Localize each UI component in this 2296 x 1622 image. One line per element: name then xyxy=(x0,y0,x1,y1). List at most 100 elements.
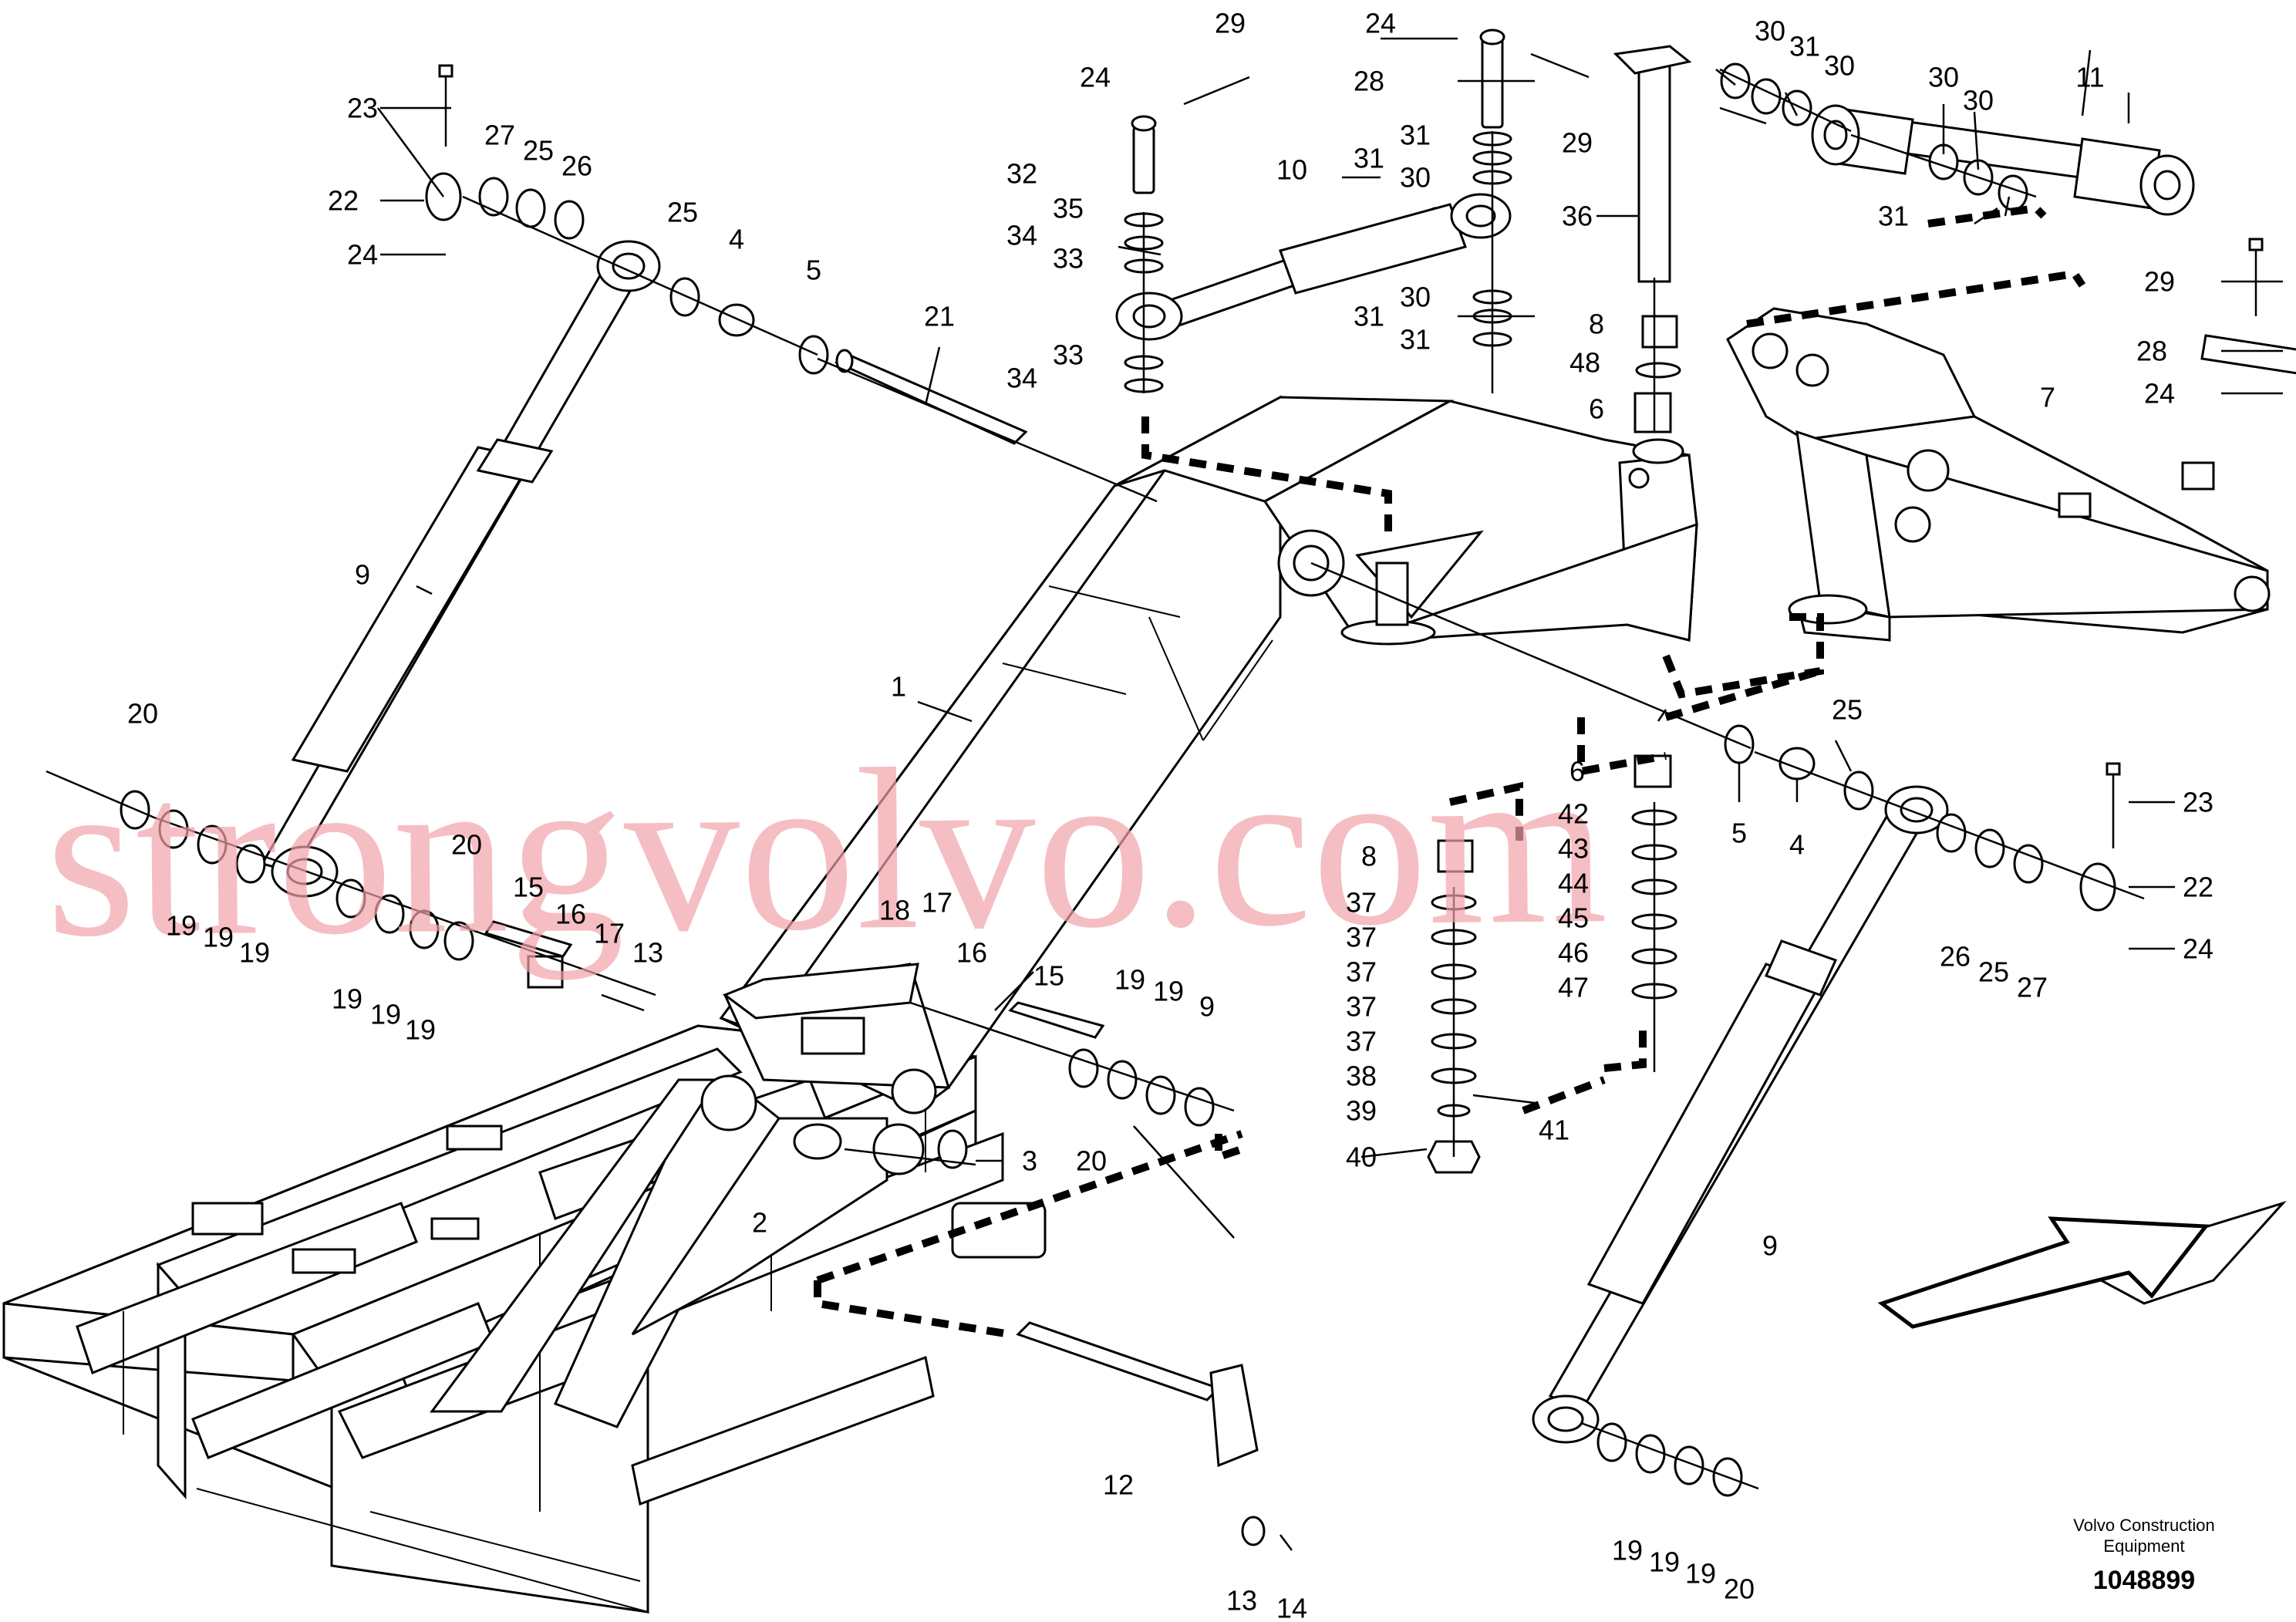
callout-19: 19 xyxy=(1649,1546,1680,1578)
callout-9: 9 xyxy=(1199,991,1215,1023)
callout-24: 24 xyxy=(1080,62,1111,93)
callout-34: 34 xyxy=(1006,220,1037,251)
callout-15: 15 xyxy=(1033,960,1064,992)
callout-30: 30 xyxy=(1963,85,1994,116)
callout-26: 26 xyxy=(561,150,592,182)
footer: Volvo Construction Equipment 1048899 xyxy=(2073,1516,2214,1595)
callout-16: 16 xyxy=(555,899,586,930)
callout-28: 28 xyxy=(1354,66,1384,97)
watermark: strongvolvo.com xyxy=(45,715,1609,985)
washers xyxy=(120,62,2116,1546)
callout-19: 19 xyxy=(1153,976,1184,1007)
callout-4: 4 xyxy=(729,224,744,255)
callout-47: 47 xyxy=(1558,972,1589,1003)
callout-37: 37 xyxy=(1346,922,1377,953)
callout-29: 29 xyxy=(2144,266,2175,298)
brand-line-2: Equipment xyxy=(2103,1536,2184,1556)
callout-19: 19 xyxy=(405,1014,436,1046)
callout-21: 21 xyxy=(924,301,955,332)
callout-31: 31 xyxy=(1354,143,1384,174)
callout-7: 7 xyxy=(2040,382,2055,413)
callout-19: 19 xyxy=(332,983,362,1015)
pins xyxy=(484,29,2296,1468)
callout-31: 31 xyxy=(1878,201,1909,232)
callout-19: 19 xyxy=(1612,1535,1643,1566)
callout-46: 46 xyxy=(1558,937,1589,969)
callout-11: 11 xyxy=(2075,62,2104,93)
callout-17: 17 xyxy=(922,887,952,919)
callout-13: 13 xyxy=(632,937,663,969)
callout-19: 19 xyxy=(1685,1558,1716,1590)
callout-24: 24 xyxy=(2144,378,2175,410)
leader-lines xyxy=(46,37,2283,1490)
callout-25: 25 xyxy=(523,135,554,167)
callout-20: 20 xyxy=(1076,1145,1107,1177)
callout-16: 16 xyxy=(956,937,987,969)
callout-25: 25 xyxy=(1978,956,2009,988)
callout-1: 1 xyxy=(891,671,906,703)
callout-9: 9 xyxy=(1762,1230,1778,1262)
callout-9: 9 xyxy=(355,559,370,591)
callout-19: 19 xyxy=(166,910,197,942)
callout-22: 22 xyxy=(2183,872,2213,903)
callout-8: 8 xyxy=(1589,309,1604,340)
callout-27: 27 xyxy=(2017,972,2048,1003)
callout-24: 24 xyxy=(2183,933,2213,965)
callout-42: 42 xyxy=(1558,798,1589,830)
swing-bracket xyxy=(1726,307,2271,642)
callout-36: 36 xyxy=(1562,201,1593,232)
main-boom xyxy=(719,395,1698,1114)
callout-10: 10 xyxy=(1276,154,1307,186)
callout-30: 30 xyxy=(1824,50,1855,82)
callout-37: 37 xyxy=(1346,887,1377,919)
callout-20: 20 xyxy=(451,829,482,861)
callout-30: 30 xyxy=(1755,15,1785,47)
callout-44: 44 xyxy=(1558,868,1589,899)
callout-12: 12 xyxy=(1103,1469,1134,1501)
callout-37: 37 xyxy=(1346,1026,1377,1057)
callout-6: 6 xyxy=(1589,393,1604,425)
chassis-frame xyxy=(2,1024,1047,1614)
callout-6: 6 xyxy=(1569,756,1585,787)
callout-2: 2 xyxy=(752,1207,767,1239)
callout-30: 30 xyxy=(1400,162,1431,194)
callout-41: 41 xyxy=(1539,1114,1569,1146)
callout-38: 38 xyxy=(1346,1061,1377,1092)
dashed-connectors xyxy=(814,204,2086,1338)
callout-31: 31 xyxy=(1400,120,1431,151)
callout-33: 33 xyxy=(1053,243,1084,275)
callout-35: 35 xyxy=(1053,193,1084,224)
callout-8: 8 xyxy=(1361,841,1377,872)
callout-18: 18 xyxy=(879,895,910,926)
callout-3: 3 xyxy=(1022,1145,1037,1177)
callout-30: 30 xyxy=(1928,62,1959,93)
callout-32: 32 xyxy=(1006,158,1037,190)
boom-cylinder-left xyxy=(260,240,661,898)
callout-27: 27 xyxy=(484,120,515,151)
callout-15: 15 xyxy=(513,872,544,903)
callout-31: 31 xyxy=(1400,324,1431,356)
callout-31: 31 xyxy=(1789,31,1820,62)
callout-29: 29 xyxy=(1215,8,1246,39)
callout-19: 19 xyxy=(239,937,270,969)
boom-cylinder-right xyxy=(1532,785,1949,1444)
callout-48: 48 xyxy=(1569,347,1600,379)
callout-24: 24 xyxy=(1365,8,1396,39)
brand-line-1: Volvo Construction xyxy=(2073,1516,2214,1535)
callout-20: 20 xyxy=(1724,1573,1755,1605)
direction-arrow-icon xyxy=(1877,1200,2287,1329)
callout-39: 39 xyxy=(1346,1095,1377,1127)
callout-24: 24 xyxy=(347,239,378,271)
callout-28: 28 xyxy=(2136,336,2167,367)
callout-labels: 23 22 24 27 25 26 25 4 5 21 9 20 19 19 1… xyxy=(127,8,2213,1622)
callout-45: 45 xyxy=(1558,902,1589,934)
callout-37: 37 xyxy=(1346,991,1377,1023)
callout-20: 20 xyxy=(127,698,158,730)
callout-19: 19 xyxy=(203,922,234,953)
callout-29: 29 xyxy=(1562,127,1593,159)
drawing-number: 1048899 xyxy=(2093,1566,2195,1595)
callout-5: 5 xyxy=(1731,818,1747,849)
callout-5: 5 xyxy=(806,255,821,286)
callout-25: 25 xyxy=(1832,694,1863,726)
